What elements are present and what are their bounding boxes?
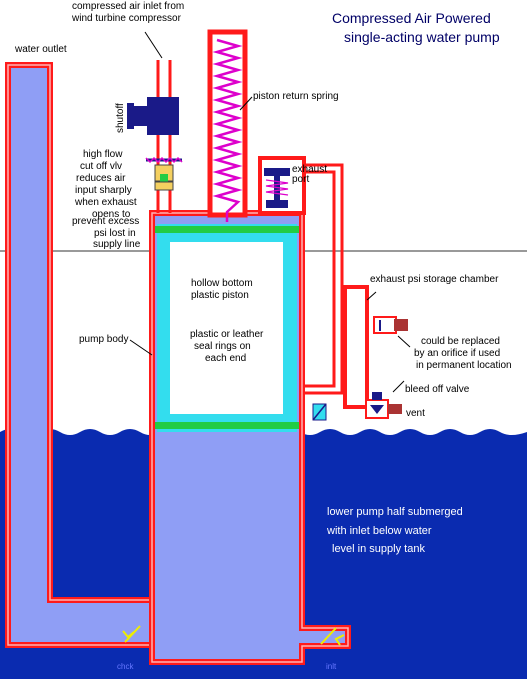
label-water-outlet: water outlet	[14, 44, 67, 55]
label-pump-body: pump body	[79, 334, 128, 345]
label-storage-chamber: exhaust psi storage chamber	[370, 274, 499, 285]
label-piston-1: hollow bottom	[191, 278, 253, 289]
pointer-air-inlet	[144, 31, 163, 59]
shutoff-valve-body	[147, 97, 179, 135]
pointer-orifice	[397, 335, 411, 348]
orifice-outlet	[394, 319, 408, 331]
cutoff-valve-seat	[160, 174, 168, 182]
check-valve-flap	[312, 403, 327, 421]
pointer-storage-chamber	[366, 291, 377, 301]
label-high-flow-5: when exhaust	[74, 197, 137, 208]
label-check-outlet: chck	[117, 662, 134, 671]
label-high-flow-6: opens to	[92, 209, 131, 220]
label-submerged-1: lower pump half submerged	[327, 506, 463, 518]
pointer-spring	[239, 96, 253, 111]
label-shutoff: shutoff	[115, 103, 126, 133]
exhaust-valve-spring	[265, 179, 289, 196]
label-high-flow-7: prevent excess	[72, 216, 139, 227]
bleed-off-valve-seat	[370, 405, 384, 414]
seal-ring-top	[155, 226, 299, 233]
shutoff-valve-stem	[133, 106, 149, 126]
title-line-1: Compressed Air Powered	[332, 10, 491, 26]
exhaust-storage-chamber	[343, 285, 369, 409]
flow-arrow-outlet-head	[122, 630, 135, 639]
label-submerged-2: with inlet below water	[326, 525, 432, 537]
exhaust-valve-cap	[264, 168, 290, 176]
cutoff-valve-base	[154, 181, 174, 191]
label-check-inlet: inlt	[326, 662, 337, 671]
label-orifice-1: could be replaced	[421, 336, 500, 347]
label-exhaust-port-1: exhaust	[292, 164, 327, 175]
label-orifice-3: in permanent location	[416, 360, 512, 371]
piston-return-spring	[212, 38, 243, 222]
cutoff-valve-spring	[145, 156, 183, 164]
bleed-off-valve-knob	[372, 392, 382, 400]
seal-ring-bottom	[155, 422, 299, 429]
label-high-flow-9: supply line	[93, 239, 141, 250]
label-seal-2: seal rings on	[194, 341, 251, 352]
flow-arrow-inlet-line	[320, 627, 337, 645]
label-piston-return-spring: piston return spring	[253, 91, 339, 102]
exhaust-line-inner	[302, 170, 336, 388]
label-orifice-2: by an orifice if used	[414, 348, 500, 359]
vent-outlet	[388, 404, 402, 414]
shutoff-valve-handle	[127, 103, 134, 129]
label-high-flow-3: reduces air	[76, 173, 126, 184]
pointer-pump-body	[129, 339, 153, 356]
title-line-2: single-acting water pump	[344, 29, 500, 45]
label-high-flow-1: high flow	[83, 149, 123, 160]
label-high-flow-4: input sharply	[75, 185, 132, 196]
label-seal-1: plastic or leather	[190, 329, 264, 340]
piston-hollow	[170, 242, 283, 414]
label-exhaust-port-2: port	[292, 174, 309, 185]
flow-arrow-inlet-head	[334, 634, 345, 646]
exhaust-valve-disc	[266, 200, 288, 208]
label-submerged-3: level in supply tank	[332, 543, 425, 555]
label-seal-3: each end	[205, 353, 246, 364]
orifice-body	[373, 316, 397, 334]
exhaust-line-outer	[302, 163, 344, 395]
label-bleed-off: bleed off valve	[405, 384, 470, 395]
pointer-bleed-off	[392, 380, 405, 393]
label-high-flow-2: cut off vlv	[80, 161, 122, 172]
label-air-inlet-1: compressed air inlet from	[72, 1, 184, 12]
label-air-inlet-2: wind turbine compressor	[71, 13, 182, 24]
label-vent: vent	[406, 408, 425, 419]
label-high-flow-8: psi lost in	[94, 228, 136, 239]
pump-body-inner-line	[151, 212, 349, 663]
label-piston-2: plastic piston	[191, 290, 249, 301]
